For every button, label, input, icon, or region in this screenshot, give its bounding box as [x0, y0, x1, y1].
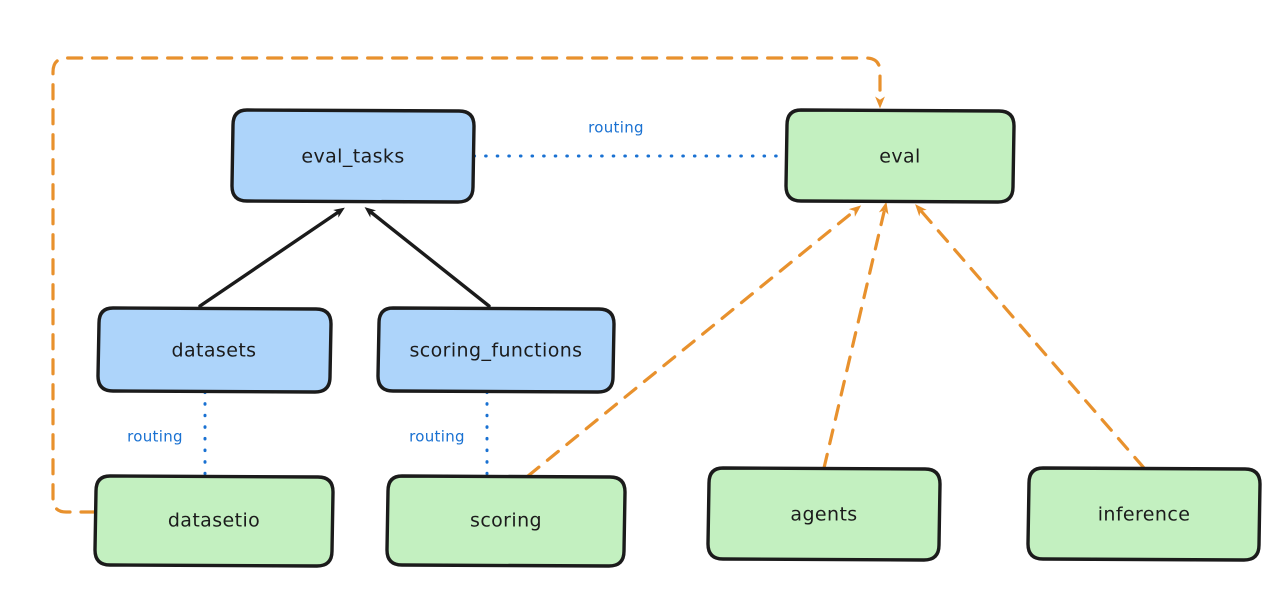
- node-label-eval: eval: [879, 146, 920, 168]
- node-label-datasets: datasets: [172, 340, 257, 362]
- node-shape-datasetio: [93, 474, 335, 568]
- edge-path-inference-eval: [915, 204, 1146, 470]
- node-shape-agents: [706, 466, 942, 562]
- node-shape-inference: [1026, 466, 1262, 562]
- node-label-datasetio: datasetio: [168, 510, 260, 532]
- edge-path-scoringfn-evaltasks: [364, 207, 491, 308]
- node-datasetio[interactable]: datasetio: [93, 474, 335, 568]
- nodes: eval_tasks eval datasets scoring_functio…: [93, 108, 1262, 568]
- edge-labels: routing routing routing: [127, 119, 644, 446]
- edge-path-datasetio-eval: [51, 56, 885, 514]
- edge-scoring-eval: [526, 205, 862, 478]
- node-inference[interactable]: inference: [1026, 466, 1262, 562]
- node-label-scoring-functions: scoring_functions: [410, 340, 583, 362]
- edge-label-routing-scoringfn-scoring: routing: [409, 428, 465, 446]
- node-scoring[interactable]: scoring: [385, 474, 627, 568]
- edge-path-agents-eval: [822, 201, 889, 470]
- edge-agents-eval: [822, 201, 889, 470]
- node-label-scoring: scoring: [470, 510, 542, 532]
- edge-datasetio-eval: [51, 56, 885, 514]
- edge-path-scoring-eval: [526, 205, 862, 478]
- node-eval-tasks[interactable]: eval_tasks: [230, 108, 476, 204]
- node-agents[interactable]: agents: [706, 466, 942, 562]
- node-label-agents: agents: [790, 504, 857, 526]
- node-label-inference: inference: [1098, 504, 1191, 526]
- node-datasets[interactable]: datasets: [96, 306, 333, 394]
- node-label-eval-tasks: eval_tasks: [301, 146, 404, 168]
- node-shape-datasets: [96, 306, 333, 394]
- node-eval[interactable]: eval: [784, 108, 1016, 204]
- edge-label-routing-evaltasks-eval: routing: [588, 119, 644, 137]
- edge-path-datasets-evaltasks: [198, 207, 345, 308]
- node-shape-eval: [784, 108, 1016, 204]
- edge-inference-eval: [915, 204, 1146, 470]
- dependency-edges: [51, 56, 1146, 514]
- routing-edges: [203, 154, 788, 478]
- hierarchy-edges: [198, 207, 491, 308]
- edge-label-routing-datasets-datasetio: routing: [127, 428, 183, 446]
- node-shape-scoring-functions: [376, 306, 616, 394]
- node-scoring-functions[interactable]: scoring_functions: [376, 306, 616, 394]
- node-shape-scoring: [385, 474, 627, 568]
- node-shape-eval-tasks: [230, 108, 476, 204]
